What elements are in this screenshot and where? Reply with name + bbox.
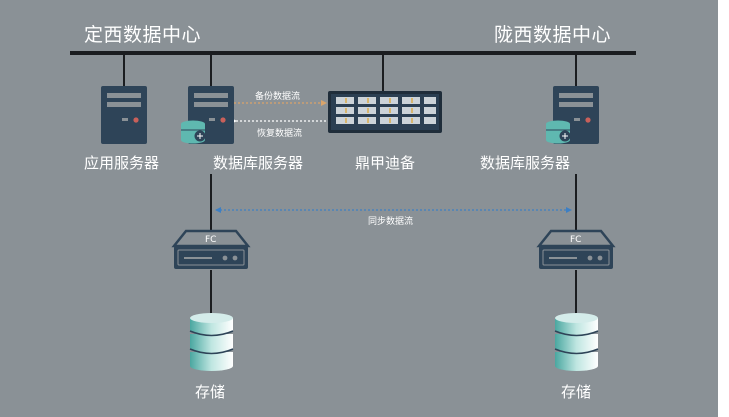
fc-switch-left-label: FC: [205, 235, 217, 245]
sync-flow-label: 同步数据流: [368, 217, 414, 227]
fc-switch-left-icon: [171, 229, 251, 269]
storage-left-icon: [189, 313, 234, 371]
network-bus-line: [70, 51, 636, 55]
storage-right-label: 存储: [561, 383, 592, 401]
app-server-icon: [101, 86, 147, 144]
site-title-right: 陇西数据中心: [494, 24, 612, 46]
database-server-left-icon: [181, 86, 234, 144]
db-server-right-label: 数据库服务器: [480, 154, 571, 172]
fc-switch-right-label: FC: [570, 235, 582, 245]
backup-device-label: 鼎甲迪备: [355, 154, 416, 172]
storage-left-label: 存储: [195, 383, 226, 401]
backup-flow-label: 备份数据流: [255, 92, 301, 102]
app-server-label: 应用服务器: [84, 154, 160, 172]
storage-right-icon: [554, 313, 599, 371]
fc-switch-right-icon: [536, 229, 616, 269]
db-server-left-label: 数据库服务器: [213, 154, 304, 172]
restore-flow-label: 恢复数据流: [257, 129, 303, 139]
database-server-right-icon: [546, 86, 599, 144]
backup-appliance-icon: [328, 91, 442, 133]
site-title-left: 定西数据中心: [84, 24, 202, 46]
